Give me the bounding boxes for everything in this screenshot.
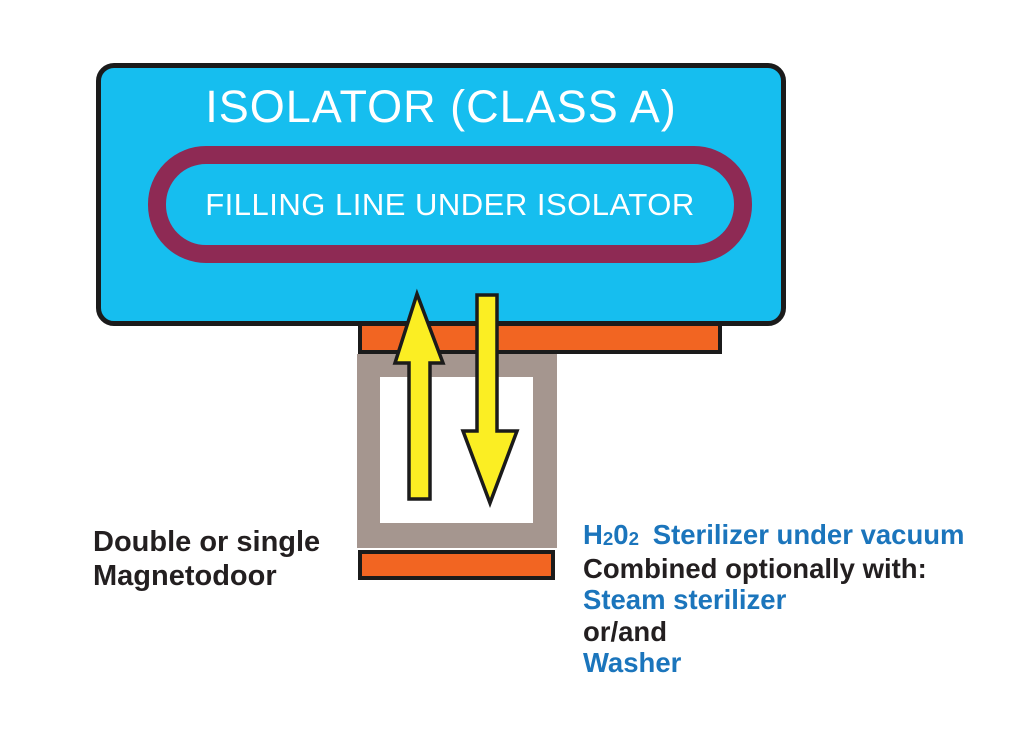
- upper-magnetodoor-bar: [358, 322, 722, 354]
- isolator-box: ISOLATOR (CLASS A) FILLING LINE UNDER IS…: [96, 63, 786, 326]
- formula-sub2: 2: [628, 528, 639, 550]
- formula-sub1: 2: [602, 528, 614, 550]
- note-washer: Washer: [583, 646, 682, 678]
- note-or-and: or/and: [583, 615, 668, 647]
- formula-h: H: [583, 519, 603, 550]
- note-steam-sterilizer: Steam sterilizer: [583, 584, 787, 616]
- note-combined-optionally: Combined optionally with:: [583, 553, 927, 585]
- magnetodoor-label-line1: Double or single: [93, 526, 321, 558]
- filling-line-label: FILLING LINE UNDER ISOLATOR: [205, 186, 695, 222]
- sterilizer-chamber-interior: [380, 377, 533, 523]
- magnetodoor-label: Double or single Magnetodoor: [93, 525, 320, 593]
- filling-line-ring: FILLING LINE UNDER ISOLATOR: [148, 146, 752, 263]
- lower-magnetodoor-bar: [358, 550, 555, 580]
- isolator-title: ISOLATOR (CLASS A): [205, 81, 677, 132]
- magnetodoor-label-line2: Magnetodoor: [93, 560, 277, 592]
- note-line1-text: Sterilizer under vacuum: [652, 519, 965, 550]
- formula-o: 0: [613, 519, 629, 550]
- sterilizer-chamber: [357, 354, 557, 548]
